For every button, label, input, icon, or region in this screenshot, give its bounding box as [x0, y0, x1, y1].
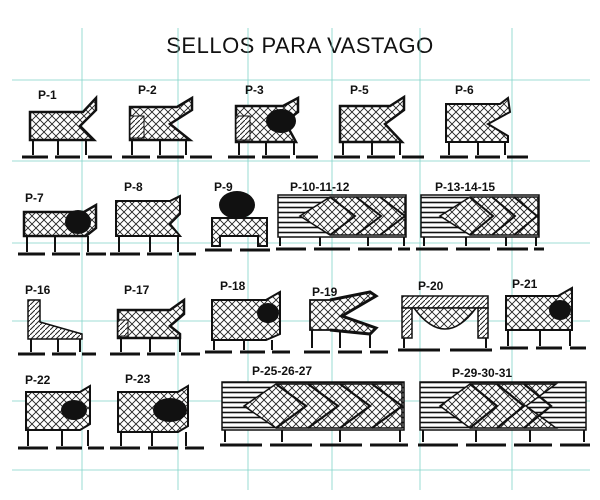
seal-p2: P-2 [122, 83, 212, 159]
seal-label: P-16 [25, 283, 51, 297]
diagram-title: SELLOS PARA VASTAGO [166, 33, 434, 58]
seal-p13: P-13-14-15 [416, 180, 544, 251]
seal-p3: P-3 [228, 83, 318, 159]
seal-label: P-19 [312, 285, 338, 299]
seal-p9: P-9 [205, 180, 270, 252]
seal-p20: P-20 [398, 279, 492, 352]
seal-label: P-29-30-31 [452, 366, 512, 380]
seal-label: P-17 [124, 283, 150, 297]
seal-label: P-2 [138, 83, 157, 97]
seal-label: P-21 [512, 277, 538, 291]
seal-p8: P-8 [110, 180, 196, 256]
seal-label: P-8 [124, 180, 143, 194]
seal-label: P-9 [214, 180, 233, 194]
seal-p18: P-18 [205, 279, 290, 354]
seal-p7: P-7 [18, 191, 106, 256]
seal-label: P-23 [125, 372, 151, 386]
seal-p25: P-25-26-27 [220, 364, 408, 447]
seal-p6: P-6 [440, 83, 528, 159]
seal-label: P-5 [350, 83, 369, 97]
seal-label: P-18 [220, 279, 246, 293]
seal-p19: P-19 [304, 285, 388, 354]
seal-label: P-3 [245, 83, 264, 97]
seal-label: P-13-14-15 [435, 180, 495, 194]
seal-label: P-20 [418, 279, 444, 293]
seal-p16: P-16 [18, 283, 96, 356]
seal-label: P-22 [25, 373, 51, 387]
seal-p22: P-22 [18, 373, 104, 450]
seal-label: P-25-26-27 [252, 364, 312, 378]
seal-label: P-7 [25, 191, 44, 205]
seal-p23: P-23 [110, 372, 204, 450]
seal-p29: P-29-30-31 [418, 366, 590, 447]
seal-p5: P-5 [334, 83, 424, 159]
seal-label: P-10-11-12 [290, 180, 350, 194]
seal-p1: P-1 [22, 88, 112, 159]
seal-p10: P-10-11-12 [276, 180, 410, 251]
seal-p17: P-17 [110, 283, 200, 356]
seal-label: P-6 [455, 83, 474, 97]
seal-label: P-1 [38, 88, 57, 102]
seal-p21: P-21 [500, 277, 586, 350]
